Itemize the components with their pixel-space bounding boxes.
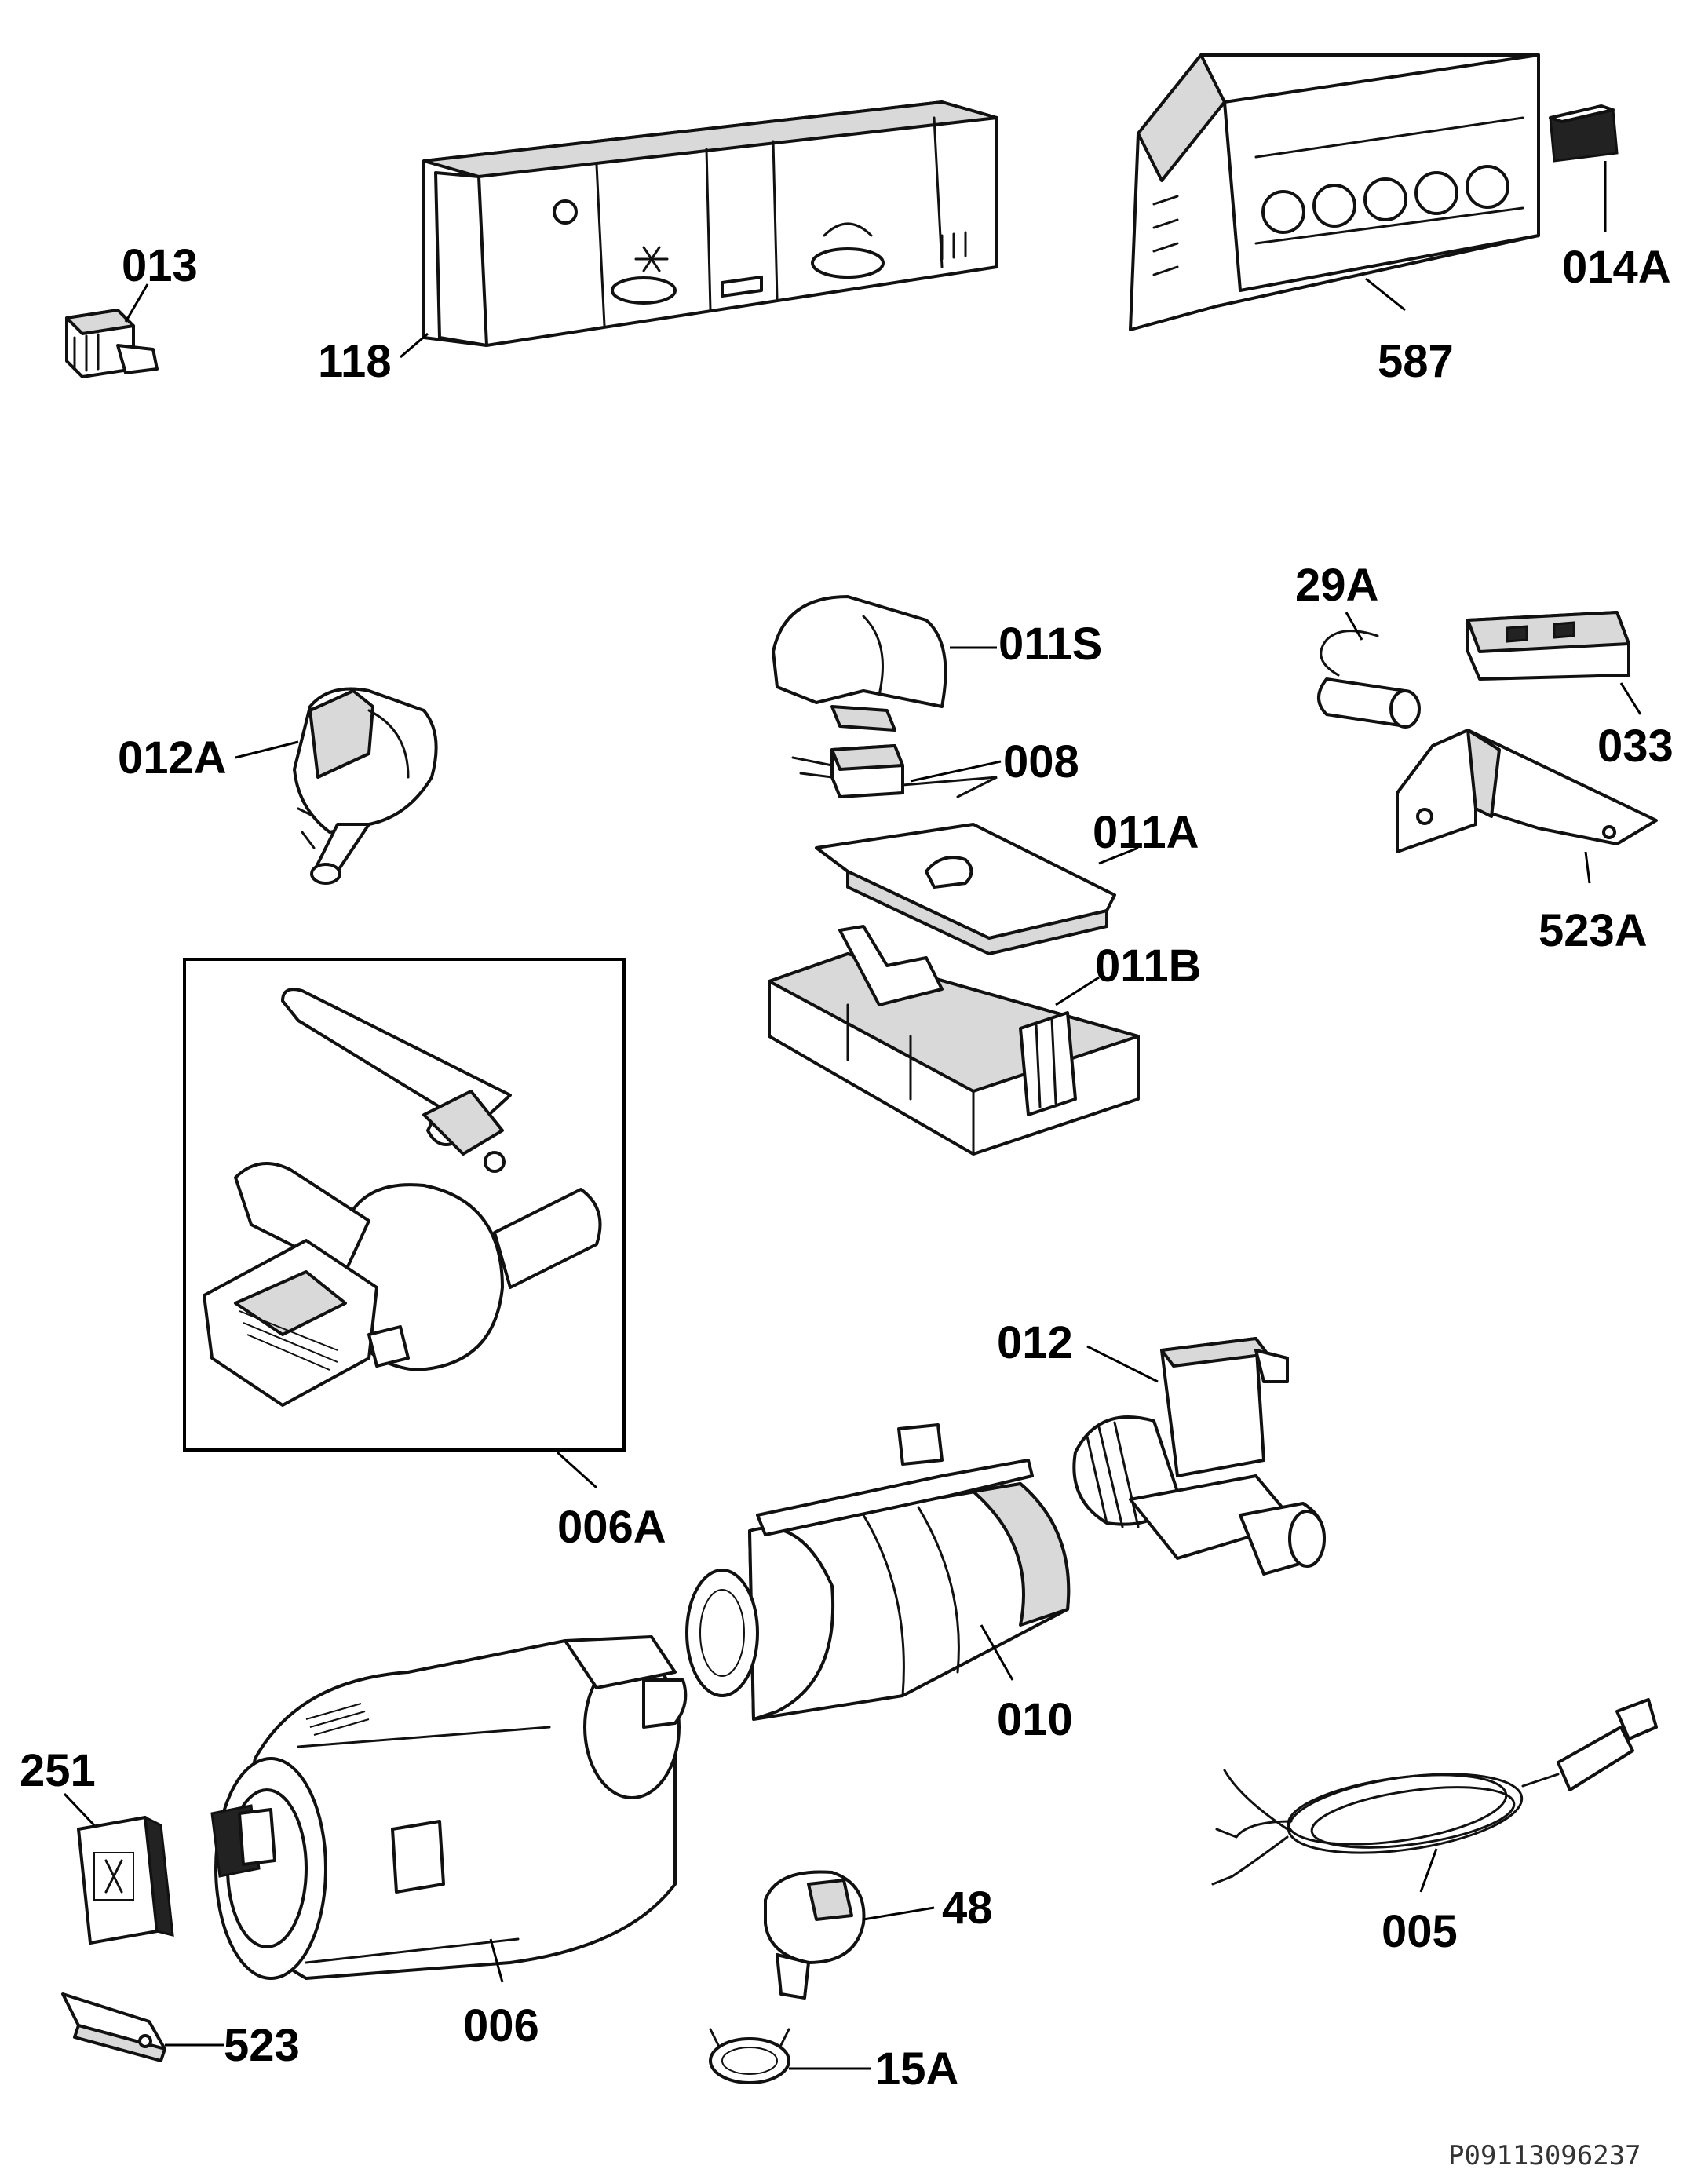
leader-48: [863, 1906, 935, 1921]
label-008: 008: [1003, 736, 1079, 787]
leader-006: [489, 1938, 504, 1983]
label-010: 010: [997, 1694, 1073, 1745]
label-251: 251: [20, 1745, 96, 1796]
part-251-block: [77, 1815, 174, 1945]
leader-012: [1086, 1345, 1159, 1383]
label-011A: 011A: [1093, 807, 1199, 858]
part-005-power-cord: [1211, 1698, 1658, 1886]
part-033-terminal-block: [1466, 611, 1630, 681]
part-011S-cover: [772, 595, 947, 732]
leader-008: [910, 760, 1002, 783]
frame-006A: [183, 958, 626, 1452]
part-011B-housing: [768, 925, 1140, 1156]
leader-013: [124, 283, 149, 323]
label-006A: 006A: [557, 1502, 666, 1553]
label-033: 033: [1597, 721, 1674, 772]
part-15A-clip-ring: [709, 2028, 790, 2084]
leader-118: [400, 332, 429, 359]
part-013-connector: [65, 309, 159, 378]
label-587: 587: [1378, 336, 1454, 387]
part-010-heater: [685, 1423, 1071, 1721]
leader-012A: [235, 740, 299, 759]
reference-code: P09113096237: [1448, 2140, 1641, 2171]
part-118-dispenser: [422, 100, 998, 347]
knob-row: [1261, 165, 1509, 234]
label-15A: 15A: [875, 2043, 958, 2095]
leader-29A: [1345, 612, 1363, 641]
leader-011B: [1055, 976, 1100, 1006]
part-587-control-module: [1129, 53, 1540, 331]
label-013: 013: [122, 240, 198, 291]
part-48-sensor: [764, 1870, 866, 2000]
label-006: 006: [463, 2000, 539, 2051]
part-012A-pressure-switch: [293, 687, 438, 885]
part-006-circulation-pump: [210, 1635, 688, 1980]
leader-033: [1619, 682, 1642, 715]
label-48: 48: [942, 1883, 993, 1934]
leader-010: [980, 1624, 1014, 1681]
label-523A: 523A: [1539, 905, 1648, 956]
label-012A: 012A: [118, 732, 227, 783]
leader-005: [1419, 1848, 1438, 1893]
label-011B: 011B: [1095, 940, 1201, 992]
leader-523A: [1584, 851, 1591, 884]
part-29A-capacitor: [1317, 630, 1421, 729]
leader-587: [1365, 277, 1406, 312]
part-012-water-valve: [1072, 1337, 1326, 1576]
part-006A-drain-pump: [203, 988, 602, 1407]
label-011S: 011S: [998, 619, 1102, 670]
part-008-microswitch: [791, 744, 998, 798]
part-523A-bracket: [1396, 729, 1658, 853]
label-523: 523: [224, 2020, 300, 2071]
part-014A-block: [1549, 104, 1619, 163]
leader-006A: [556, 1451, 598, 1489]
label-012: 012: [997, 1317, 1073, 1368]
label-118: 118: [318, 336, 392, 387]
leader-011A: [1098, 846, 1139, 865]
label-29A: 29A: [1295, 560, 1378, 611]
leader-251: [63, 1792, 96, 1827]
label-005: 005: [1382, 1906, 1458, 1957]
part-011A-lid: [815, 823, 1116, 955]
part-523-bracket: [61, 1992, 166, 2062]
label-014A: 014A: [1562, 242, 1671, 293]
